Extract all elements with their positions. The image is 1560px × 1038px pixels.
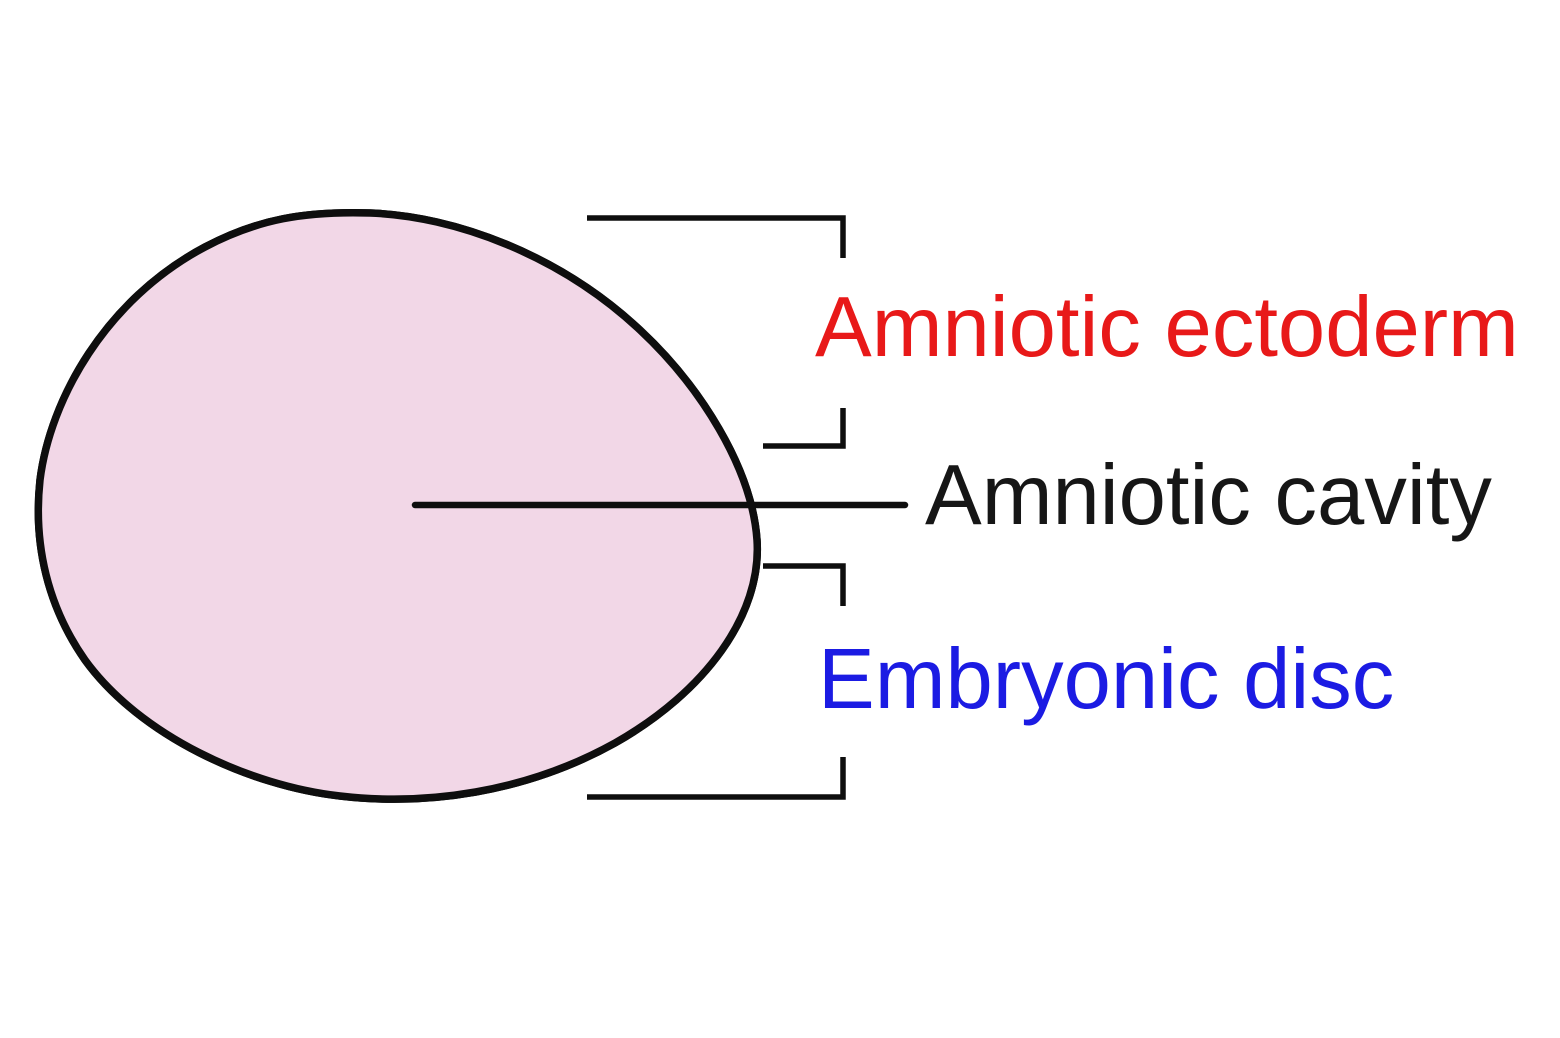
disc-bracket-bottom: [587, 757, 846, 800]
ectoderm-bracket-top: [587, 215, 846, 258]
disc-bracket-top: [763, 563, 846, 606]
label-amniotic-ectoderm: Amniotic ectoderm: [815, 280, 1519, 375]
ectoderm-bracket: [587, 215, 846, 449]
disc-bracket: [587, 563, 846, 800]
label-embryonic-disc: Embryonic disc: [818, 632, 1395, 727]
label-amniotic-cavity: Amniotic cavity: [925, 448, 1492, 543]
ectoderm-bracket-bottom: [763, 408, 846, 449]
